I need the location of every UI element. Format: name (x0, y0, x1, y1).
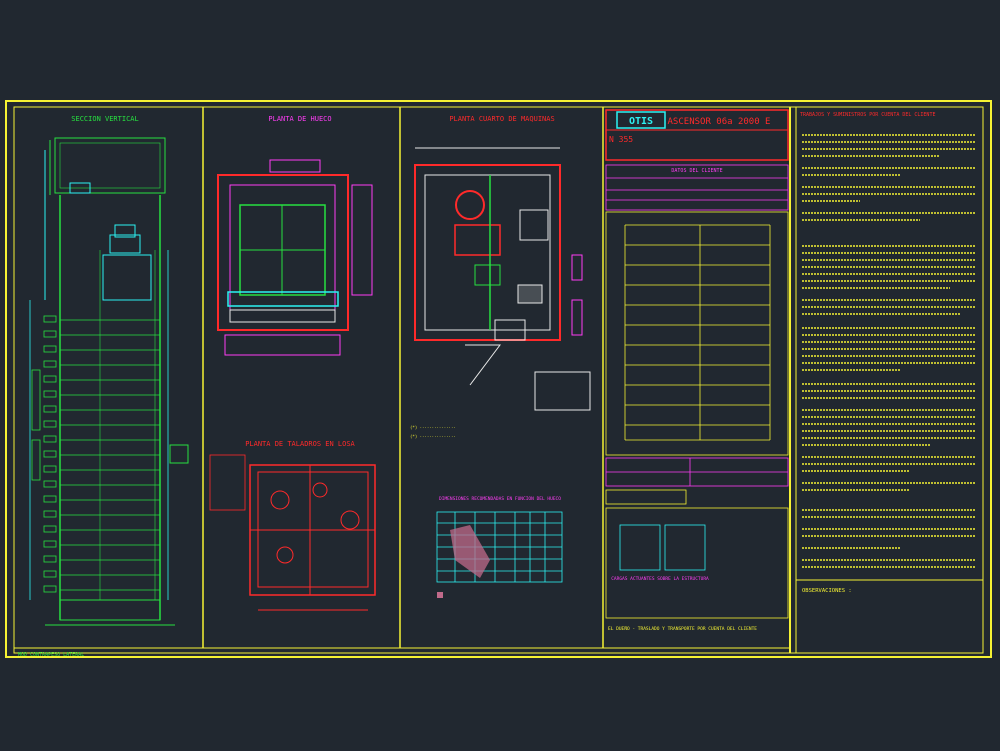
shaft-plan-title: PLANTA DE HUECO (268, 115, 331, 123)
product-title: ASCENSOR 06a 2000 E (668, 117, 771, 127)
slab-openings-title: PLANTA DE TALADROS EN LOSA (245, 440, 355, 448)
level-markers (43, 315, 57, 593)
otis-logo-text: OTIS (629, 116, 653, 127)
vertical-section-drawing (44, 137, 175, 626)
client-data-header: DATOS DEL CLIENTE (671, 168, 722, 174)
otis-logo (616, 111, 666, 129)
recommended-zone (450, 525, 490, 578)
title-block-header (605, 109, 789, 161)
title-block-bottom-note: EL DUEÑO - TRASLADO Y TRANSPORTE POR CUE… (608, 625, 757, 632)
pit-detail (169, 444, 189, 464)
legend-bottom-left: MOD CONTRAPESO LATERAL (18, 652, 84, 658)
reactions-table (605, 489, 789, 619)
shaft-plan-drawing (217, 159, 373, 356)
side-dimension-chain (29, 250, 169, 600)
notes-title: TRABAJOS Y SUMINISTROS POR CUENTA DEL CL… (800, 112, 935, 118)
client-data-form (605, 164, 789, 211)
machine-room-drawing (414, 147, 591, 411)
outer-frame (5, 100, 992, 658)
machine-room-note-2: (*) ··············· (410, 434, 456, 439)
drawing-number: N 355 (609, 135, 633, 144)
observations-label: OBSERVACIONES : (802, 588, 852, 594)
recommended-dims-title: DIMENSIONES RECOMENDADAS EN FUNCION DEL … (439, 496, 561, 502)
loads-caption: CARGAS ACTUANTES SOBRE LA ESTRUCTURA (611, 576, 709, 582)
loads-table (605, 457, 789, 487)
vertical-section-title: SECCION VERTICAL (71, 115, 138, 123)
slab-openings-drawing (209, 454, 376, 611)
recommended-zone-key (437, 592, 443, 598)
machine-room-title: PLANTA CUARTO DE MAQUINAS (449, 115, 554, 123)
inner-frame (13, 106, 984, 654)
notes-text-lines (802, 134, 975, 568)
machine-room-note-1: (*) ··············· (410, 425, 456, 430)
technical-data-table (605, 211, 789, 456)
floor-landings (60, 319, 160, 591)
